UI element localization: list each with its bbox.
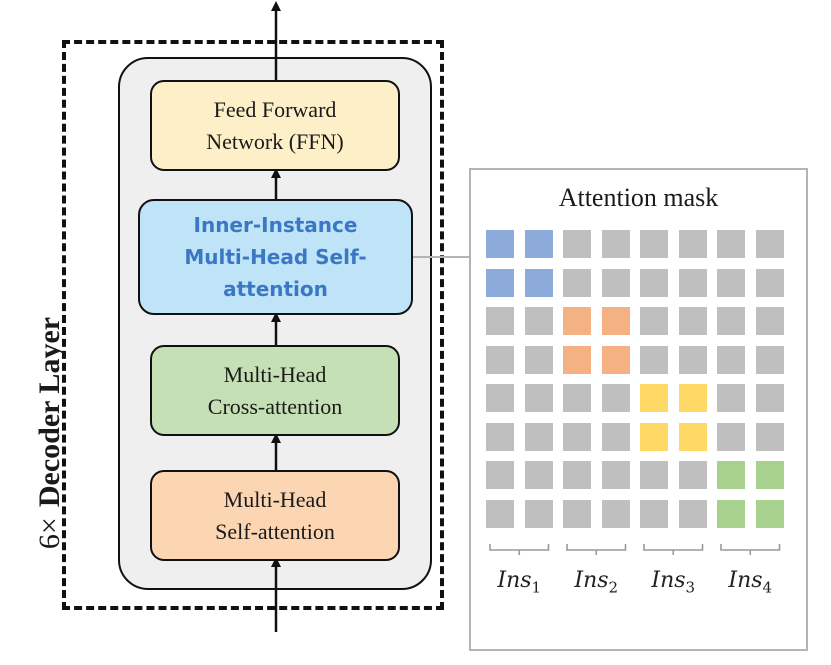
instance-label-index: 4 bbox=[762, 578, 773, 597]
mask-cell-masked bbox=[717, 268, 745, 297]
instance-label-text: Ins bbox=[651, 568, 686, 593]
self-attention-label-line-1: Multi-Head bbox=[223, 486, 327, 512]
mask-cell-masked bbox=[678, 499, 707, 528]
mask-cell-masked bbox=[486, 384, 514, 412]
instance-label-text: Ins bbox=[728, 568, 763, 593]
attention-mask-title: Attention mask bbox=[558, 183, 719, 212]
mask-cell-masked bbox=[486, 461, 514, 489]
mask-cell-masked bbox=[755, 307, 784, 335]
self-attention-label-line-2: Self-attention bbox=[215, 518, 335, 544]
mask-cell-masked bbox=[601, 384, 630, 412]
mask-cell-masked bbox=[563, 268, 591, 297]
mask-cell-masked bbox=[755, 268, 784, 297]
self-attention-block: Multi-Head Self-attention bbox=[150, 470, 400, 561]
mask-cell-attend bbox=[601, 307, 630, 335]
mask-cell-masked bbox=[524, 307, 553, 335]
mask-cell-masked bbox=[640, 461, 668, 489]
ffn-label-line-1: Feed Forward bbox=[213, 96, 337, 122]
mask-cell-attend bbox=[601, 345, 630, 374]
instance-bracket bbox=[566, 544, 627, 555]
mask-cell-masked bbox=[486, 422, 514, 451]
instance-label: Ins3 bbox=[633, 564, 713, 604]
mask-cell-masked bbox=[717, 230, 745, 258]
mask-cell-attend bbox=[640, 422, 668, 451]
mask-cell-masked bbox=[563, 384, 591, 412]
instance-bracket bbox=[643, 544, 704, 555]
mask-cell-masked bbox=[678, 461, 707, 489]
mask-cell-masked bbox=[755, 422, 784, 451]
mask-cell-masked bbox=[678, 230, 707, 258]
mask-cell-masked bbox=[524, 345, 553, 374]
instance-label: Ins4 bbox=[710, 564, 790, 604]
mask-cell-masked bbox=[755, 345, 784, 374]
mask-cell-masked bbox=[601, 461, 630, 489]
mask-cell-masked bbox=[640, 499, 668, 528]
inner-instance-label-line-2: Multi-Head Self- bbox=[184, 245, 367, 269]
instance-label-index: 3 bbox=[685, 578, 696, 597]
mask-cell-masked bbox=[601, 499, 630, 528]
mask-cell-attend bbox=[678, 422, 707, 451]
mask-cell-masked bbox=[640, 268, 668, 297]
mask-cell-masked bbox=[678, 268, 707, 297]
mask-cell-masked bbox=[717, 307, 745, 335]
mask-cell-masked bbox=[640, 307, 668, 335]
mask-cell-masked bbox=[601, 268, 630, 297]
decoder-stack-frame bbox=[62, 40, 444, 610]
cross-attention-label-line-2: Cross-attention bbox=[207, 393, 343, 419]
mask-cell-masked bbox=[486, 345, 514, 374]
mask-cell-masked bbox=[717, 384, 745, 412]
mask-cell-attend bbox=[755, 499, 784, 528]
mask-cell-masked bbox=[640, 230, 668, 258]
inner-instance-label-line-3: attention bbox=[223, 277, 328, 301]
mask-cell-masked bbox=[601, 422, 630, 451]
ffn-block: Feed Forward Network (FFN) bbox=[150, 80, 400, 171]
mask-cell-attend bbox=[524, 268, 553, 297]
mask-cell-masked bbox=[717, 345, 745, 374]
instance-bracket bbox=[489, 544, 550, 555]
mask-cell-attend bbox=[563, 307, 591, 335]
instance-label-index: 2 bbox=[608, 578, 619, 597]
instance-label: Ins1 bbox=[479, 564, 559, 604]
inner-instance-label-line-1: Inner-Instance bbox=[193, 213, 358, 237]
ffn-label-line-2: Network (FFN) bbox=[206, 128, 344, 154]
mask-cell-attend bbox=[486, 268, 514, 297]
mask-cell-masked bbox=[563, 230, 591, 258]
mask-cell-attend bbox=[755, 461, 784, 489]
instance-label: Ins2 bbox=[556, 564, 636, 604]
mask-cell-masked bbox=[563, 499, 591, 528]
mask-cell-attend bbox=[717, 461, 745, 489]
mask-cell-masked bbox=[524, 384, 553, 412]
mask-cell-masked bbox=[755, 384, 784, 412]
mask-cell-attend bbox=[486, 230, 514, 258]
mask-cell-masked bbox=[717, 422, 745, 451]
instance-label-text: Ins bbox=[574, 568, 609, 593]
mask-cell-attend bbox=[717, 499, 745, 528]
mask-cell-masked bbox=[678, 307, 707, 335]
mask-cell-masked bbox=[678, 345, 707, 374]
mask-cell-masked bbox=[640, 345, 668, 374]
instance-label-text: Ins bbox=[497, 568, 532, 593]
mask-cell-attend bbox=[678, 384, 707, 412]
inner-instance-attention-block: Inner-Instance Multi-Head Self- attentio… bbox=[138, 199, 413, 315]
mask-cell-masked bbox=[524, 461, 553, 489]
instance-bracket bbox=[720, 544, 781, 555]
mask-cell-attend bbox=[524, 230, 553, 258]
mask-cell-masked bbox=[601, 230, 630, 258]
mask-cell-masked bbox=[524, 422, 553, 451]
mask-cell-masked bbox=[524, 499, 553, 528]
cross-attention-block: Multi-Head Cross-attention bbox=[150, 345, 400, 436]
mask-cell-masked bbox=[755, 230, 784, 258]
cross-attention-label-line-1: Multi-Head bbox=[223, 361, 327, 387]
mask-cell-attend bbox=[640, 384, 668, 412]
instance-label-index: 1 bbox=[531, 578, 542, 597]
mask-cell-masked bbox=[563, 461, 591, 489]
mask-cell-attend bbox=[563, 345, 591, 374]
mask-cell-masked bbox=[486, 307, 514, 335]
mask-cell-masked bbox=[563, 422, 591, 451]
mask-cell-masked bbox=[486, 499, 514, 528]
